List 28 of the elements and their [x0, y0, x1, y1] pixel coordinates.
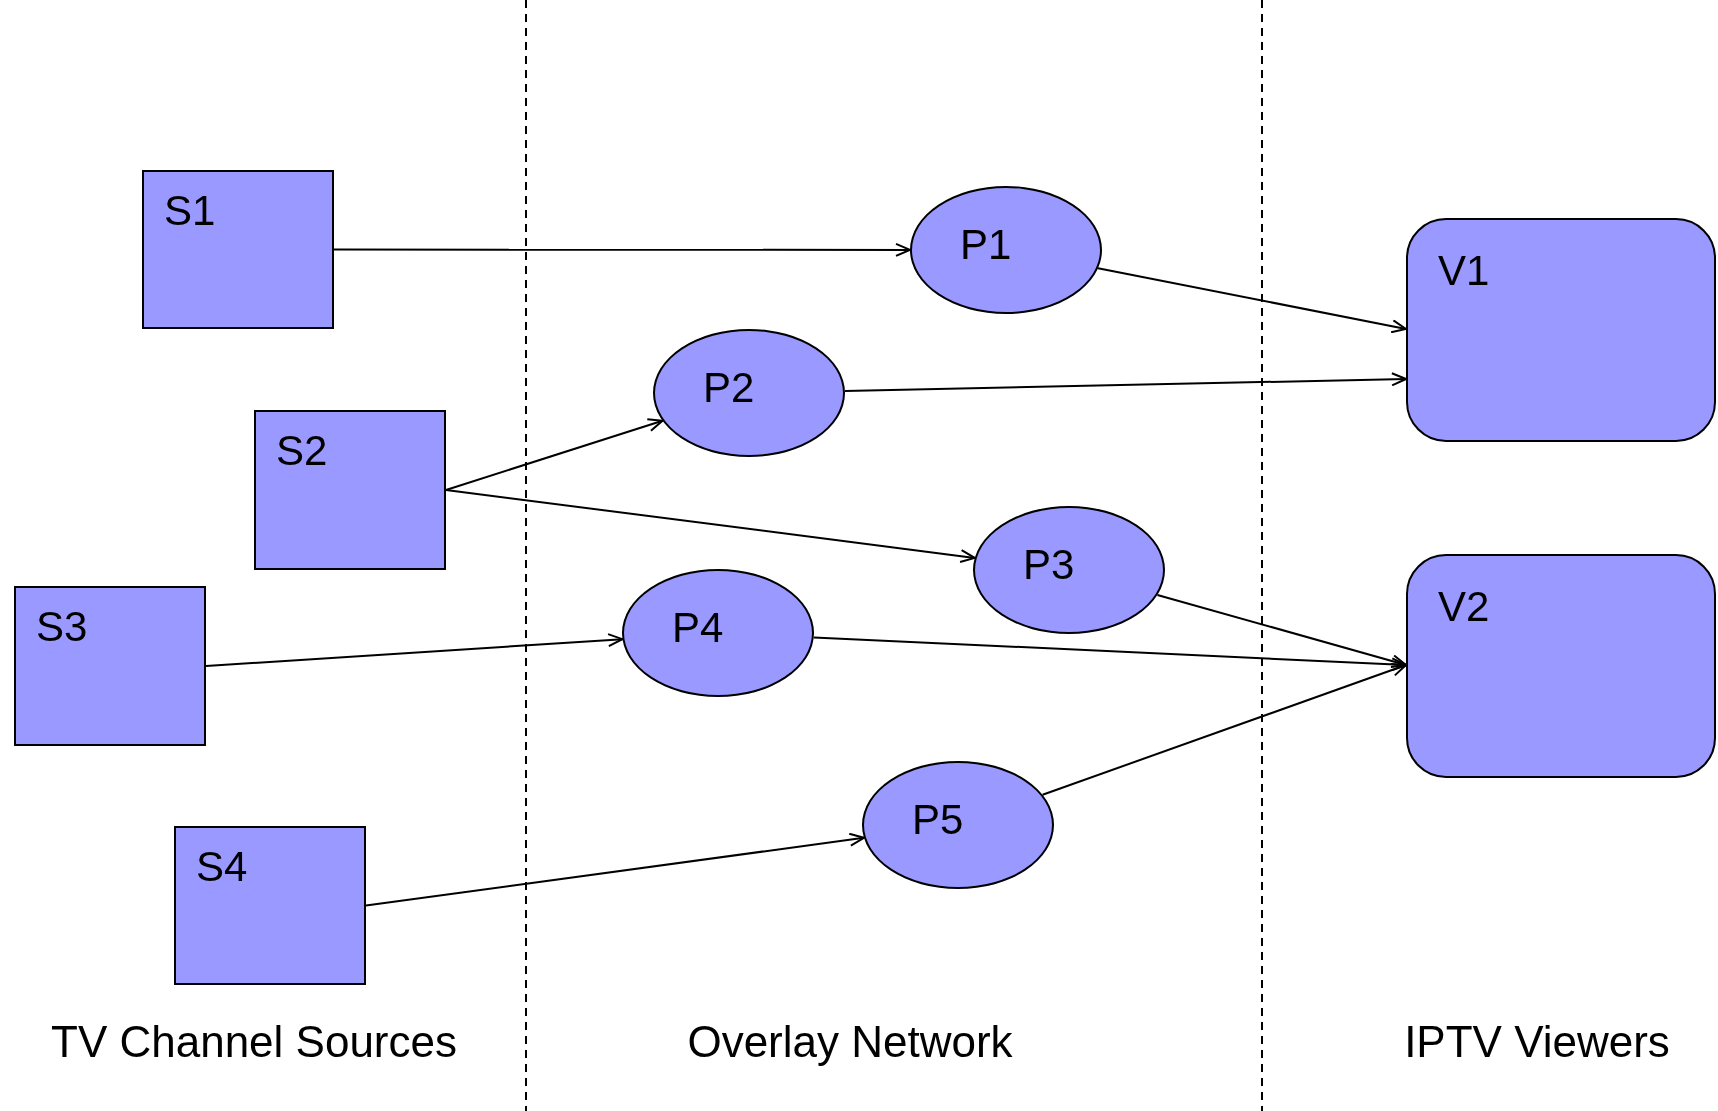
node-label: P3 — [1023, 544, 1075, 586]
arrow — [445, 489, 976, 564]
column-heading: TV Channel Sources — [51, 1020, 457, 1064]
arrow — [1041, 663, 1407, 796]
column-heading: IPTV Viewers — [1404, 1020, 1670, 1064]
viewer-box — [1406, 218, 1716, 442]
node-label: V1 — [1438, 250, 1490, 292]
column-heading: Overlay Network — [687, 1020, 1013, 1064]
node-label: S1 — [164, 190, 216, 232]
arrow — [333, 242, 911, 257]
node-label: P5 — [912, 799, 964, 841]
arrow — [445, 418, 664, 491]
source-box — [14, 586, 206, 746]
node-label: V2 — [1438, 586, 1490, 628]
source-box — [254, 410, 446, 570]
arrow — [365, 832, 865, 907]
node-label: P1 — [960, 224, 1012, 266]
source-box — [174, 826, 366, 985]
arrow — [205, 633, 624, 667]
node-label: P2 — [703, 367, 755, 409]
node-label: S2 — [276, 430, 328, 472]
node-label: S3 — [36, 606, 88, 648]
arrow — [843, 372, 1407, 392]
source-box — [142, 170, 334, 329]
arrow — [1156, 593, 1407, 668]
node-label: S4 — [196, 846, 248, 888]
node-label: P4 — [672, 607, 724, 649]
viewer-box — [1406, 554, 1716, 778]
